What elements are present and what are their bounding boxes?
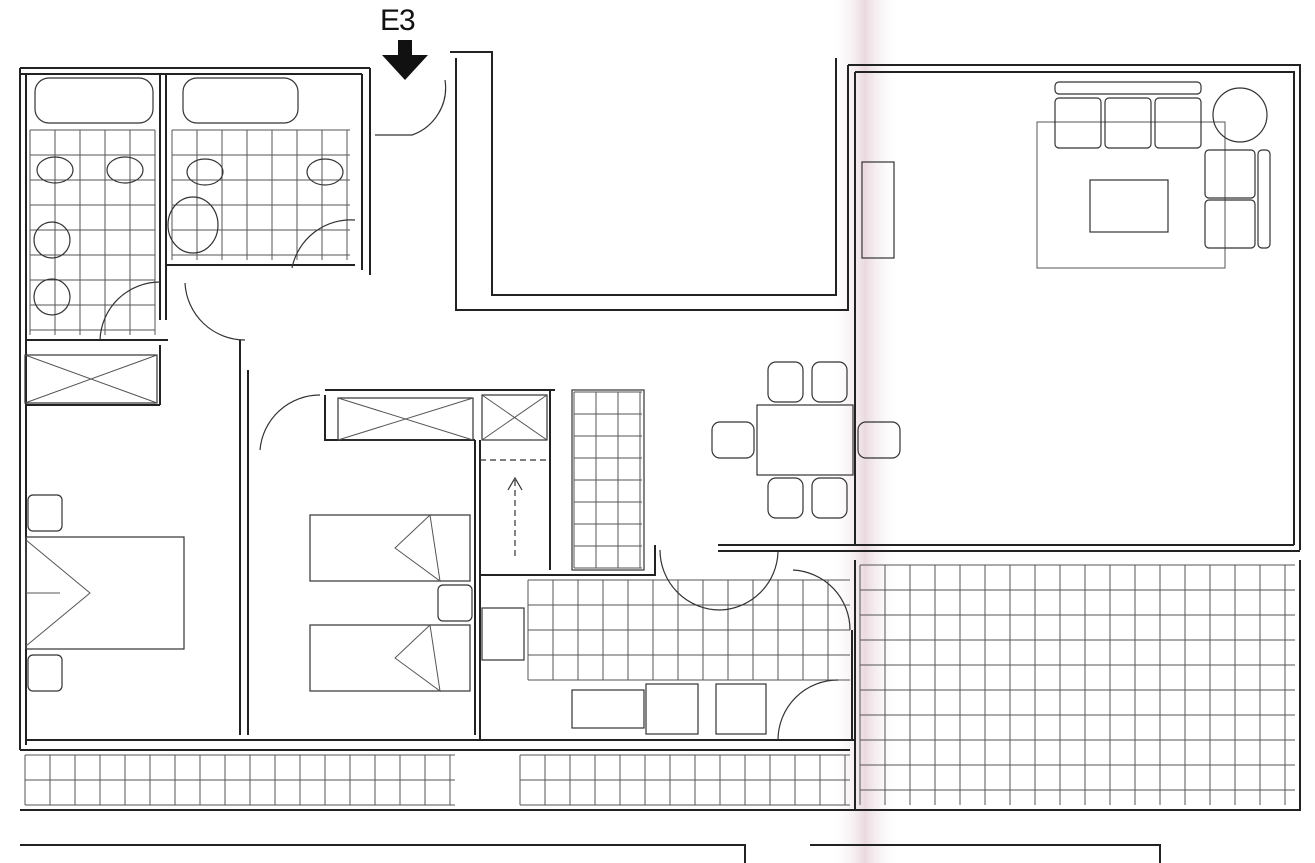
staircase <box>480 389 645 571</box>
floor-tiles <box>24 129 1295 806</box>
entrance-label: E3 <box>380 4 416 37</box>
paper-fold <box>830 0 900 863</box>
dining-set <box>711 361 901 519</box>
doors <box>99 79 851 741</box>
wardrobes <box>24 354 548 441</box>
bathroom-fixtures <box>33 77 344 316</box>
living-room-furniture <box>861 81 1271 269</box>
kitchen-fixtures <box>481 607 767 735</box>
beds <box>25 494 473 693</box>
walls <box>19 51 1301 863</box>
